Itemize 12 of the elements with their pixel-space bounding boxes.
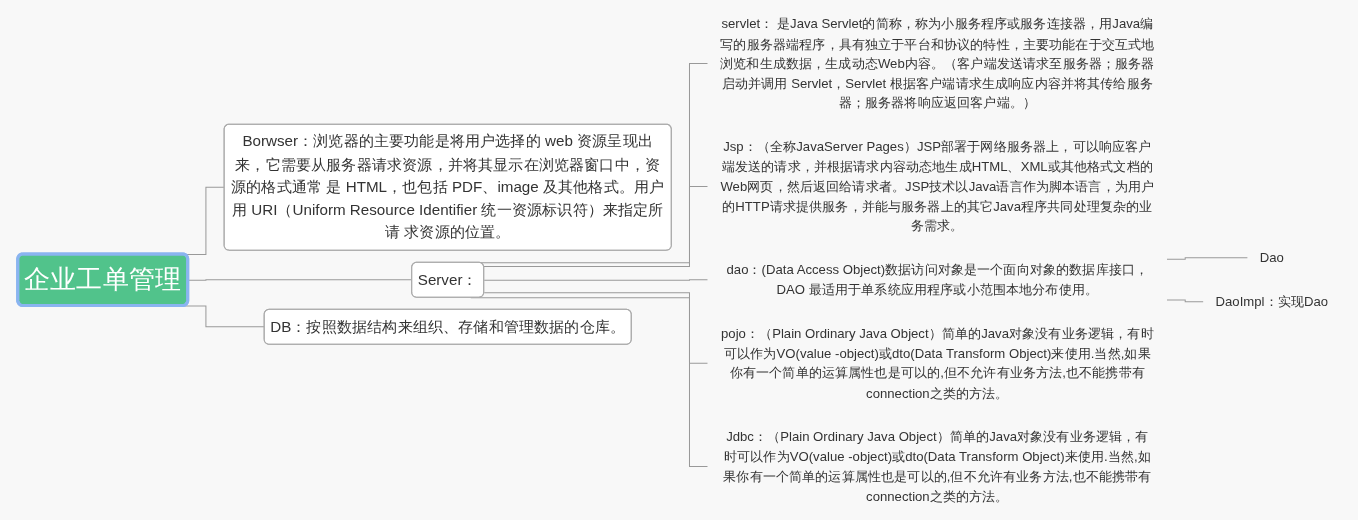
connector [483, 292, 709, 364]
node-text: Jsp：（全称JavaServer Pages）JSP部署于网络服务器上，可以响应客户端发送的请求，并根据请求内容动态地生成HTML、XML或其他格式文档的Web网页，然后返回给请求者。JSP技术以Java语言作为脚本语言，为用户的HTTP请求提供服务，并能与服务器上的其它Java程序共同处理复杂的业务需求。 [720, 139, 1155, 234]
connector [1166, 257, 1249, 260]
connector [1166, 299, 1204, 303]
node-text: DaoImpl：实现Dao [1215, 293, 1329, 310]
node-text: Dao [1259, 249, 1284, 266]
node-text: Jdbc：（Plain Ordinary Java Object）简单的Java对象没有业务逻辑，有时可以作为VO(value -object)或dto(Data Transform Object)来使用.当然,如果你有一个简单的运算属性也是可以的,但不允许有业务方法,也不能携带有connection之类的方法。 [723, 428, 1152, 504]
connector [483, 185, 709, 267]
node-text: servlet： 是Java Servlet的简称，称为小服务程序或服务连接器，用Java编写的服务器端程序，具有独立于平台和协议的特性，主要功能在于交互式地浏览和生成数据，生成动态Web内容。（客户端发送请求至服务器；服务器启动并调用 Servlet，Servlet 根据客户端请求生成响应内容并将其传给服务器；服务器将响应返回客户端。） [720, 16, 1155, 111]
node-text: pojo：（Plain Ordinary Java Object）简单的Java对象没有业务逻辑，有时可以作为VO(value -object)或dto(Data Transform Object)来使用.当然,如果你有一个简单的运算属性也是可以的,但不允许有业务方法,也不能携带有connection之类的方法。 [721, 325, 1154, 401]
node-text: dao：(Data Access Object)数据访问对象是一个面向对象的数据库接口，DAO 最适用于单系统应用程序或小范围本地分布使用。 [726, 262, 1149, 297]
connector [483, 279, 709, 281]
